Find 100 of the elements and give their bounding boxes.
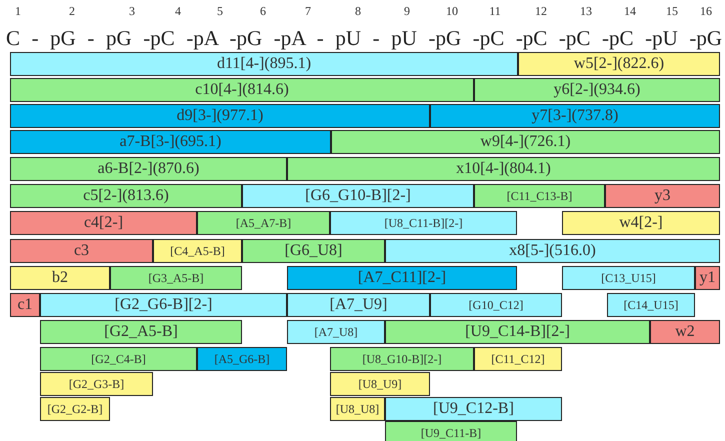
fragment-label: [U8_U9]	[358, 378, 402, 390]
fragment-bar	[110, 266, 242, 290]
position-number: 9	[403, 4, 411, 19]
fragment-bar	[474, 347, 562, 371]
fragment-bar	[10, 239, 153, 263]
fragment-label: [A5_A7-B]	[236, 217, 292, 229]
fragment-bar	[153, 239, 242, 263]
position-number: 2	[68, 4, 76, 19]
fragment-label: y3	[654, 188, 670, 204]
fragment-bar	[242, 184, 474, 208]
position-number: 4	[174, 4, 182, 19]
fragment-label: c5[2-](813.6)	[83, 188, 169, 204]
position-number: 15	[665, 4, 679, 19]
fragment-bar	[40, 320, 242, 344]
fragment-bar	[562, 211, 720, 235]
position-number: 3	[128, 4, 136, 19]
fragment-label: c10[4-](814.6)	[195, 82, 289, 98]
fragment-label: w4[2-]	[619, 215, 663, 231]
fragment-bar	[242, 239, 385, 263]
position-number: 12	[534, 4, 548, 19]
position-number: 16	[699, 4, 713, 19]
fragment-bar	[385, 397, 562, 421]
fragment-bar	[10, 293, 40, 317]
fragment-label: [U8_U8]	[336, 403, 380, 415]
fragment-bar	[197, 347, 287, 371]
fragment-bar	[10, 157, 287, 181]
fragment-label: [G2_C4-B]	[91, 353, 146, 365]
fragment-label: x8[5-](516.0)	[509, 243, 596, 259]
fragment-label: [C4_A5-B]	[170, 245, 225, 257]
sequence-text: C - pG - pG -pC -pA -pG -pA - pU - pU -pG -pC -pC -pC -pC -pU -pG	[6, 26, 722, 51]
fragment-bar	[650, 320, 720, 344]
fragment-label: w2	[675, 324, 695, 340]
fragment-label: [G6_G10-B][2-]	[305, 188, 411, 204]
fragment-label: [C13_U15]	[601, 272, 656, 284]
fragment-label: [U8_G10-B][2-]	[362, 353, 442, 365]
position-number: 8	[354, 4, 362, 19]
fragment-bar	[607, 293, 695, 317]
fragment-bar	[10, 130, 331, 154]
fragment-bar	[40, 293, 287, 317]
fragment-label: [G2_G6-B][2-]	[114, 297, 212, 313]
fragment-label: y6[2-](934.6)	[554, 82, 640, 98]
fragment-label: [G2_A5-B]	[104, 324, 178, 340]
fragment-bar	[40, 397, 110, 421]
fragment-label: [U8_C11-B][2-]	[384, 217, 463, 229]
fragment-bar	[10, 78, 474, 102]
position-number: 6	[259, 4, 267, 19]
fragment-bar	[562, 266, 695, 290]
fragment-label: [G10_C12]	[468, 299, 524, 311]
fragment-label: [G2_G3-B]	[68, 378, 124, 390]
fragment-bar	[330, 347, 474, 371]
fragment-label: y1	[700, 270, 716, 286]
fragment-bar	[330, 372, 430, 396]
fragment-bar	[330, 211, 517, 235]
fragment-bar	[10, 52, 518, 76]
fragment-label: w5[2-](822.6)	[574, 56, 664, 72]
fragment-bar	[10, 104, 430, 128]
fragment-label: [A5_G6-B]	[214, 353, 270, 365]
fragment-label: c4[2-]	[84, 215, 124, 231]
position-number: 5	[216, 4, 224, 19]
fragment-label: [A7_U9]	[330, 297, 388, 313]
fragment-label: [G2_G2-B]	[47, 403, 103, 415]
fragment-bar	[287, 157, 720, 181]
fragment-bar	[474, 184, 605, 208]
fragment-label: [G3_A5-B]	[148, 272, 204, 284]
fragment-label: b2	[52, 270, 68, 286]
fragment-label: c1	[17, 297, 33, 313]
fragment-bar	[518, 52, 720, 76]
fragment-bar	[330, 397, 385, 421]
fragment-label: [A7_U8]	[314, 326, 358, 338]
position-number: 1	[14, 4, 22, 19]
fragment-label: d11[4-](895.1)	[216, 56, 312, 72]
fragment-bar	[10, 211, 197, 235]
fragment-bar	[430, 104, 720, 128]
fragment-bar	[40, 372, 153, 396]
position-number: 11	[488, 4, 502, 19]
fragment-bar	[287, 293, 430, 317]
fragment-bar	[385, 239, 720, 263]
position-number: 7	[304, 4, 312, 19]
fragment-bar	[10, 266, 110, 290]
position-number: 14	[623, 4, 637, 19]
fragment-label: [U9_C12-B]	[433, 401, 514, 417]
position-number: 13	[579, 4, 593, 19]
fragment-label: d9[3-](977.1)	[176, 108, 264, 124]
fragment-label: w9[4-](726.1)	[480, 134, 571, 150]
fragment-bar	[695, 266, 720, 290]
fragment-bar	[605, 184, 720, 208]
fragment-bar	[40, 347, 197, 371]
fragment-bar	[385, 320, 650, 344]
fragment-label: [G6_U8]	[284, 243, 342, 259]
fragment-bar	[331, 130, 720, 154]
fragment-label: [A7_C11][2-]	[358, 270, 446, 286]
fragment-label: c3	[74, 243, 90, 259]
fragment-label: a7-B[3-](695.1)	[120, 134, 222, 150]
fragment-bar	[385, 421, 517, 441]
fragment-label: [C11_C12]	[491, 353, 545, 365]
fragment-bar	[10, 184, 242, 208]
fragment-label: a6-B[2-](870.6)	[98, 161, 200, 177]
fragment-bar	[287, 266, 517, 290]
fragment-label: x10[4-](804.1)	[456, 161, 551, 177]
fragment-label: [C11_C13-B]	[506, 190, 572, 202]
